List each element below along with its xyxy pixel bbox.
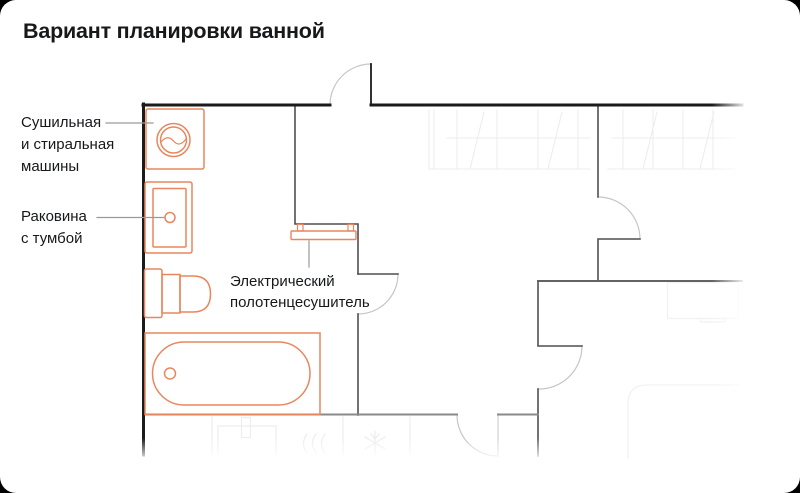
label-line: машины <box>21 158 80 175</box>
label-sink-vanity: Раковина с тумбой <box>21 206 87 250</box>
outer-walls <box>141 63 744 457</box>
leader-lines <box>96 122 310 268</box>
bottom-fade <box>0 438 560 462</box>
label-line: Электрический <box>230 273 335 290</box>
towel-rail-symbol <box>290 223 357 241</box>
label-line: с тумбой <box>21 230 83 247</box>
label-line: Сушильная <box>21 114 102 131</box>
label-line: и стиральная <box>21 136 115 153</box>
label-line: полотенцесушитель <box>230 294 370 311</box>
fixtures <box>143 108 357 416</box>
bathtub-symbol <box>144 332 321 416</box>
page-title: Вариант планировки ванной <box>23 19 325 43</box>
wardrobe-hatch-symbol <box>428 109 738 170</box>
toilet-symbol <box>143 268 212 319</box>
washing-machine-symbol <box>145 108 205 170</box>
label-line: Раковина <box>21 208 87 225</box>
right-fade <box>712 60 748 440</box>
label-towel-rail: Электрический полотенцесушитель <box>230 271 370 313</box>
door-arcs <box>329 63 641 457</box>
label-washer-dryer: Сушильная и стиральная машины <box>21 112 114 178</box>
